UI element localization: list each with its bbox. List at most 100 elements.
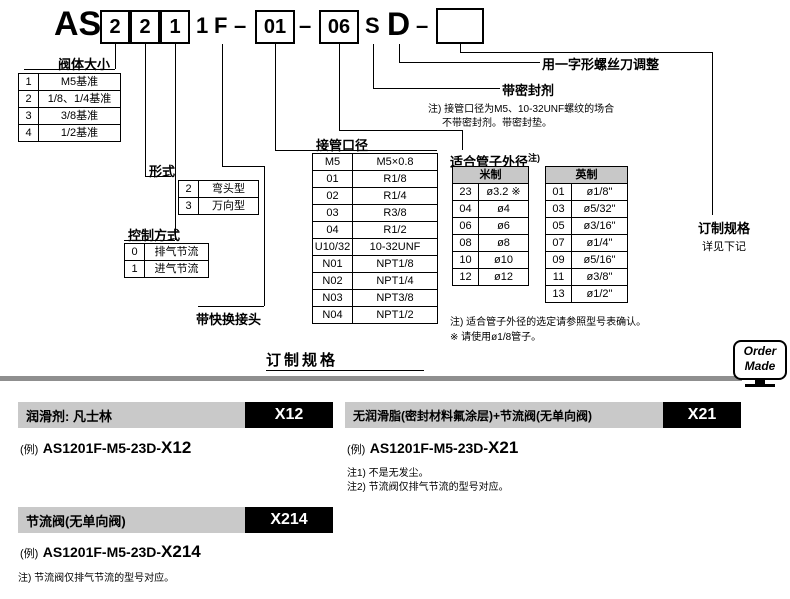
leader-line	[460, 52, 712, 53]
leader-line	[712, 52, 713, 215]
mto-item-x12-example: (例) AS1201F-M5-23D-X12	[20, 438, 191, 458]
example-code: X214	[161, 542, 201, 561]
cell-code: 02	[312, 187, 353, 205]
cell-value: ø5/16"	[571, 251, 628, 269]
cell-value: R1/2	[352, 221, 438, 239]
cell-code: 06	[452, 217, 479, 235]
sealant-note-line1: 注) 接管口径为M5、10-32UNF螺纹的场合	[428, 104, 615, 115]
leader-line	[399, 62, 540, 63]
mto-item-x214-note: 注) 节流阀仅排气节流的型号对应。	[18, 573, 175, 584]
made-to-order-ref-subtitle: 详见下记	[702, 241, 746, 253]
type-title: 形式	[149, 164, 176, 179]
cell-value: M5基准	[38, 73, 121, 91]
cell-code: 4	[18, 124, 39, 142]
leader-line	[339, 44, 340, 130]
cell-value: M5×0.8	[352, 153, 438, 171]
made-to-order-ref-title: 订制规格	[698, 221, 751, 236]
pn-adjust: D	[387, 6, 411, 42]
tube-od-title: 适合管子外径注)	[450, 151, 540, 170]
leader-line	[145, 176, 171, 177]
example-model: AS1201F-M5-23D-	[369, 440, 489, 456]
adjust-title: 用一字形螺丝刀调整	[542, 57, 660, 72]
cell-code: 05	[545, 217, 572, 235]
example-model: AS1201F-M5-23D-	[42, 544, 162, 560]
mto-item-x214-label: 节流阀(无单向阀)	[26, 513, 126, 529]
cell-code: M5	[312, 153, 353, 171]
order-made-icon-base	[745, 384, 775, 387]
sealant-note-line2: 不带密封剂。带密封垫。	[442, 118, 552, 129]
leader-line	[175, 44, 176, 240]
tube-od-note1: 注) 适合管子外径的选定请参照型号表确认。	[450, 317, 647, 328]
cell-value: NPT3/8	[352, 289, 438, 307]
cell-value: ø3/16"	[571, 217, 628, 235]
cell-code: N03	[312, 289, 353, 307]
cell-value: NPT1/8	[352, 255, 438, 273]
mto-item-x12-label: 润滑剂: 凡士林	[26, 408, 112, 424]
cell-value: 3/8基准	[38, 107, 121, 125]
mto-item-x12-bar: 润滑剂: 凡士林 X12	[18, 402, 333, 428]
mto-item-x21-note2: 注2) 节流阀仅排气节流的型号对应。	[347, 482, 509, 493]
cell-code: U10/32	[312, 238, 353, 256]
cell-value: 万向型	[198, 197, 259, 215]
cell-value: 1/2基准	[38, 124, 121, 142]
order-made-icon: Order Made	[733, 340, 787, 387]
cell-value: NPT1/4	[352, 272, 438, 290]
order-made-icon-screen: Order Made	[733, 340, 787, 380]
mto-item-x214-badge: X214	[245, 507, 333, 533]
cell-code: 03	[312, 204, 353, 222]
pn-digit4: 1	[196, 13, 209, 38]
cell-code: 3	[18, 107, 39, 125]
pn-box-body-size: 2	[100, 10, 130, 44]
cell-code: 3	[178, 197, 199, 215]
table-header-row: 英制	[545, 166, 628, 184]
cell-value: ø8	[478, 234, 529, 252]
cell-value: ø3.2 ※	[478, 183, 529, 201]
pn-fitting: F	[214, 13, 228, 38]
cell-code: N02	[312, 272, 353, 290]
cell-value: ø10	[478, 251, 529, 269]
quick-fitting-title: 带快换接头	[196, 312, 262, 327]
cell-code: 23	[452, 183, 479, 201]
example-model: AS1201F-M5-23D-	[42, 440, 162, 456]
cell-code: 2	[178, 180, 199, 198]
cell-code: 12	[452, 268, 479, 286]
order-made-icon-text1: Order	[743, 344, 777, 358]
leader-line	[339, 130, 462, 131]
cell-code: 03	[545, 200, 572, 218]
pn-box-port: 01	[255, 10, 295, 44]
cell-code: 0	[124, 243, 145, 261]
leader-line	[373, 88, 500, 89]
pn-dash-1: –	[234, 13, 247, 38]
cell-value: ø3/8"	[571, 268, 628, 286]
table-header-row: 米制	[452, 166, 529, 184]
leader-line	[124, 240, 175, 241]
pn-made-to-order-suffix-box	[436, 8, 484, 44]
made-to-order-heading: 订制规格	[266, 352, 339, 369]
cell-value: R3/8	[352, 204, 438, 222]
leader-line	[115, 44, 116, 69]
pn-box-type: 2	[130, 10, 160, 44]
cell-code: N04	[312, 306, 353, 324]
pn-dash-3: –	[416, 13, 429, 38]
order-made-icon-text2: Made	[744, 359, 776, 373]
